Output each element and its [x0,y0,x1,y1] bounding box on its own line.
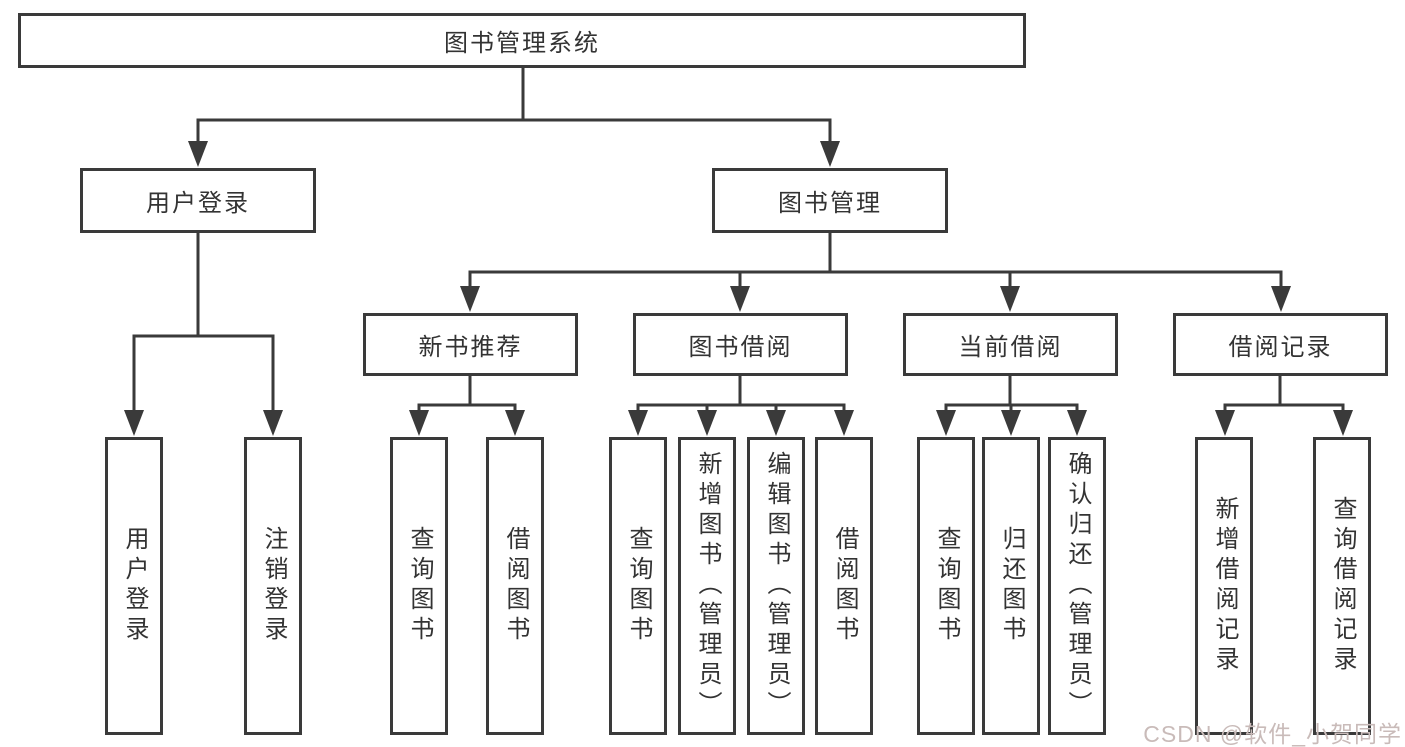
leaf-borrow-books-borrowing: 借阅图书 [815,437,873,735]
leaf-query-borrow-record: 查询借阅记录 [1313,437,1371,735]
leaf-edit-books-admin-label: 编辑图书（管理员） [763,451,790,721]
leaf-borrow-books-newbooks-label: 借阅图书 [502,526,529,646]
leaf-confirm-return-admin-label: 确认归还（管理员） [1064,451,1091,721]
leaf-query-books-newbooks: 查询图书 [390,437,448,735]
leaf-edit-books-admin: 编辑图书（管理员） [747,437,805,735]
leaf-user-login: 用户登录 [105,437,163,735]
leaf-add-books-admin: 新增图书（管理员） [678,437,736,735]
node-root: 图书管理系统 [18,13,1026,68]
leaf-return-books: 归还图书 [982,437,1040,735]
leaf-borrow-books-newbooks: 借阅图书 [486,437,544,735]
leaf-query-books-current: 查询图书 [917,437,975,735]
leaf-borrow-books-borrowing-label: 借阅图书 [831,526,858,646]
leaf-query-books-current-label: 查询图书 [933,526,960,646]
node-book-management: 图书管理 [712,168,948,233]
leaf-confirm-return-admin: 确认归还（管理员） [1048,437,1106,735]
leaf-query-books-borrowing: 查询图书 [609,437,667,735]
leaf-add-borrow-record-label: 新增借阅记录 [1211,496,1238,676]
leaf-return-books-label: 归还图书 [998,526,1025,646]
leaf-add-books-admin-label: 新增图书（管理员） [694,451,721,721]
node-borrow-records: 借阅记录 [1173,313,1388,376]
leaf-query-books-borrowing-label: 查询图书 [625,526,652,646]
leaf-add-borrow-record: 新增借阅记录 [1195,437,1253,735]
leaf-query-borrow-record-label: 查询借阅记录 [1329,496,1356,676]
node-user-login: 用户登录 [80,168,316,233]
node-current-borrowing: 当前借阅 [903,313,1118,376]
leaf-logout-login-label: 注销登录 [260,526,287,646]
leaf-user-login-label: 用户登录 [121,526,148,646]
node-book-borrowing: 图书借阅 [633,313,848,376]
leaf-query-books-newbooks-label: 查询图书 [406,526,433,646]
node-new-book-recommend: 新书推荐 [363,313,578,376]
leaf-logout-login: 注销登录 [244,437,302,735]
csdn-watermark: CSDN @软件_小贺同学 [1143,721,1402,747]
